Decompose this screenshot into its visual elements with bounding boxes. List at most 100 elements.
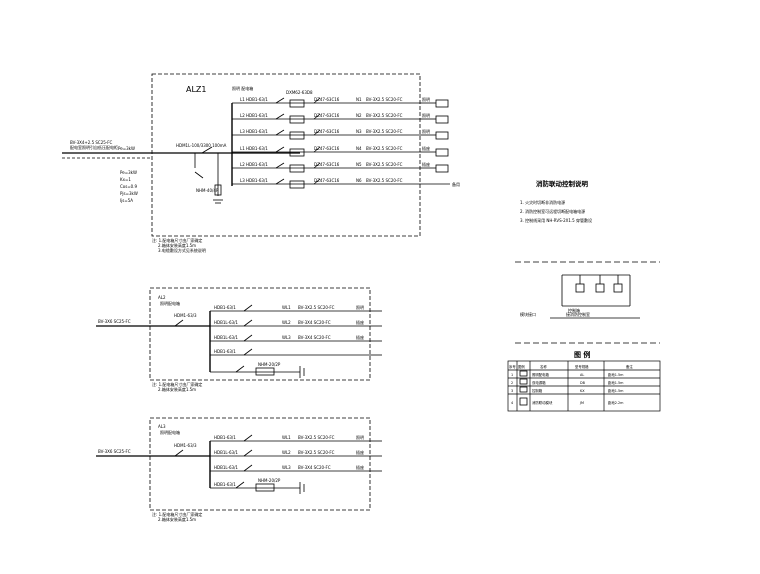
legend-cell: 距地1.5m [608, 380, 624, 385]
alz1-load-params: Pe=3kW Kx=1 Cos=0.9 Pjs=3kW Ijs=5A [120, 170, 138, 203]
circuit-device: DZ47-63C16 [314, 162, 340, 167]
circuit-number: N5 [356, 162, 362, 167]
box2-incoming-cable: BV-3X6 SC25-FC [98, 319, 131, 324]
legend-cell: KX [580, 389, 585, 393]
circuit-cable: BV-3X2.5 SC20-FC [366, 97, 403, 102]
circuit-cable: BV-3X2.5 SC20-FC [298, 450, 335, 455]
legend-header: 备注 [626, 364, 633, 369]
legend-cell: JM [579, 401, 584, 405]
circuit-number: N2 [356, 113, 362, 118]
box2-subtitle: 照明配电箱 [160, 300, 180, 306]
box3-title: AL3 [158, 424, 166, 429]
box3-incoming-cable: BV-3X6 SC25-FC [98, 449, 131, 454]
note-line: 2.箱体安装高度1.5m [158, 516, 196, 522]
legend-cell: 双电源箱 [532, 380, 546, 385]
circuit-number: WL1 [282, 305, 291, 310]
circuit-breaker: HDB1-63/1 [214, 435, 236, 440]
explanation-title: 消防联动控制说明 [536, 179, 589, 188]
alz1-breaker-symbols [275, 97, 321, 189]
circuit-number: WL2 [282, 450, 291, 455]
legend-cell: 4 [511, 401, 513, 405]
alz1-load-symbols [420, 99, 450, 185]
circuit-number: WL3 [282, 335, 291, 340]
circuit-cable: BV-3X2.5 SC20-FC [366, 113, 403, 118]
circuit-cable: BV-3X4 SC20-FC [298, 335, 331, 340]
circuit-load: 照明 [356, 435, 364, 440]
box2-circuit-labels: HDB1-63/1 HDB1L-63/1 HDB1L-63/1 HDB1-63/… [214, 305, 364, 354]
circuit-breaker: HDB1L-63/1 [214, 465, 238, 470]
circuit-device: DZ47-63C16 [314, 129, 340, 134]
detail-label: 接消防控制室 [566, 311, 590, 317]
load-param: Pe=3kW [120, 170, 137, 175]
circuit-breaker: L1 HDB1-63/1 [240, 146, 268, 151]
circuit-cable: BV-3X4 SC20-FC [298, 465, 331, 470]
circuit-device: DZ47-63C16 [314, 146, 340, 151]
circuit-load: 照明 [356, 305, 364, 310]
circuit-device: DZ47-63C16 [314, 113, 340, 118]
detail-label: 控制箱 [568, 307, 580, 313]
circuit-number: WL1 [282, 435, 291, 440]
legend-header: 图例 [518, 364, 525, 369]
legend-cell: 距地1.5m [608, 372, 624, 377]
circuit-breaker: L3 HDB1-63/1 [240, 178, 268, 183]
legend-cell: 控制箱 [532, 388, 543, 393]
circuit-load: 照明 [422, 97, 430, 102]
circuit-load: 备用 [452, 181, 460, 187]
alz1-circuit-labels: L1 HDB1-63/1 L2 HDB1-63/1 L3 HDB1-63/1 L… [240, 97, 460, 187]
note-line: 2.箱体安装高度1.5m [158, 242, 196, 248]
box3-spd: NHM-20/2P [258, 478, 281, 483]
load-param: Kx=1 [120, 177, 131, 182]
circuit-breaker: L2 HDB1-63/1 [240, 162, 268, 167]
box3-boundary [149, 417, 371, 511]
legend-cell: 距地1.5m [608, 388, 624, 393]
circuit-cable: BV-3X2.5 SC20-FC [366, 129, 403, 134]
legend-cell: 消防联动模块 [532, 400, 553, 405]
box3-main-breaker: HDM1-63/3 [174, 443, 197, 448]
circuit-breaker: L3 HDB1-63/1 [240, 129, 268, 134]
alz1-spd: NHM-40/4P [196, 188, 219, 193]
legend-header: 名称 [540, 364, 547, 369]
circuit-breaker: HDB1L-63/1 [214, 335, 238, 340]
circuit-load: 插座 [422, 145, 430, 151]
box2-title: AL2 [158, 295, 166, 300]
circuit-cable: BV-3X2.5 SC20-FC [298, 435, 335, 440]
note-line: 注: 1.配电箱尺寸由厂家确定 [152, 237, 202, 243]
circuit-load: 插座 [356, 319, 364, 325]
note-line: 注: 1.配电箱尺寸由厂家确定 [152, 381, 202, 387]
circuit-load: 插座 [356, 449, 364, 455]
circuit-cable: BV-3X2.5 SC20-FC [366, 178, 403, 183]
circuit-number: N6 [356, 178, 362, 183]
note-line: 2.箱体安装高度1.5m [158, 386, 196, 392]
circuit-device: DZ47-63C16 [314, 178, 340, 183]
legend-cell: DB [580, 381, 586, 385]
alz1-circuit-lines [232, 102, 420, 185]
circuit-cable: BV-3X2.5 SC20-FC [298, 305, 335, 310]
circuit-number: WL2 [282, 320, 291, 325]
box2-main-breaker: HDM1-63/3 [174, 313, 197, 318]
alz1-boundary [151, 73, 421, 237]
legend-cell: AL [580, 373, 584, 377]
circuit-number: N4 [356, 146, 362, 151]
explanation-line: 1. 火灾时切断非消防电源 [520, 199, 565, 205]
alz1-panel-note: 照明 配电箱 [232, 85, 253, 91]
circuit-load: 插座 [422, 161, 430, 167]
circuit-number: WL3 [282, 465, 291, 470]
explanation-line: 3. 控制线采用 NH-RVS-2X1.5 穿管敷设 [520, 217, 592, 223]
circuit-cable: BV-3X4 SC20-FC [298, 320, 331, 325]
box2-spd: NHM-20/2P [258, 362, 281, 367]
load-param: Cos=0.9 [120, 184, 137, 189]
alz1-busbar-label: DXM62-63D8 [286, 90, 313, 95]
circuit-breaker: HDB1L-63/1 [214, 450, 238, 455]
legend-cell: 2 [511, 381, 513, 385]
box2-boundary [149, 287, 371, 381]
circuit-device: DZ47-63C16 [314, 97, 340, 102]
load-param: Ijs=5A [120, 198, 133, 203]
alz1-panel-label: ALZ1 [186, 85, 207, 94]
box3-circuit-labels: HDB1-63/1 HDB1L-63/1 HDB1L-63/1 HDB1-63/… [214, 435, 364, 487]
legend-header: 型号规格 [575, 364, 589, 369]
alz1-incoming-line1: BV-3X4+2.5 SC25-FC [70, 140, 113, 145]
circuit-number: N1 [356, 97, 362, 102]
note-line: 3.电缆敷设方式见系统说明 [158, 247, 206, 253]
legend-cell: 3 [511, 389, 513, 393]
alz1-main-breaker: HDM1L-100/3300 100mA [176, 143, 227, 148]
